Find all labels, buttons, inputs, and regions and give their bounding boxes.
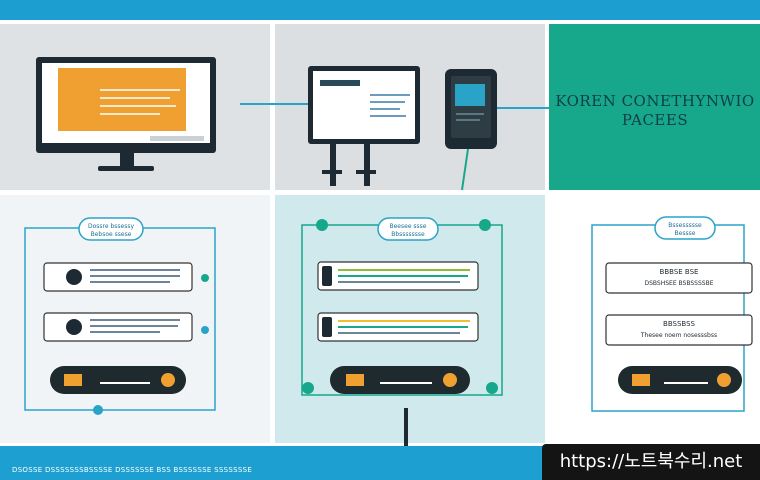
flow-label-mid-top: Beesee ssse [390, 223, 427, 230]
right-card2-line2: Thesee noem nosesssbss [640, 332, 717, 339]
flow-label-mid-sub: Bbssssssse [391, 231, 425, 238]
flow-label-right-top: Bssessssse [668, 222, 702, 229]
right-card1-line2: DSBSHSEE BSBSSSSBE [644, 280, 713, 287]
panel-hero [549, 24, 760, 190]
tablet-device-icon [445, 69, 549, 191]
display-stand-icon [240, 66, 420, 186]
right-card2-line1: BBSSBSS [663, 320, 695, 328]
flow-diagram-left [24, 217, 216, 415]
hero-title-line1: KOREN CONETHYNWIO [555, 92, 755, 110]
right-card1-line1: BBBSE BSE [660, 268, 699, 276]
flow-label-right-sub: Bessse [675, 230, 696, 237]
hero-title-line2: PACEES [621, 111, 689, 129]
flow-diagram-right [591, 216, 753, 412]
flow-diagram-middle [301, 217, 503, 446]
flow-label-left-sub: Bebsoe ssese [91, 231, 132, 238]
flow-label-left-top: Dossre bssessy [88, 223, 134, 230]
top-accent-bar [0, 0, 760, 20]
desktop-monitor-icon [36, 57, 216, 171]
hero-title: KOREN CONETHYNWIO PACEES [555, 92, 755, 130]
watermark-url: https://노트북수리.net [542, 444, 760, 480]
footer-caption: DSOSSE DSSSSSSSBSSSSE DSSSSSSE BSS BSSSS… [12, 466, 253, 474]
